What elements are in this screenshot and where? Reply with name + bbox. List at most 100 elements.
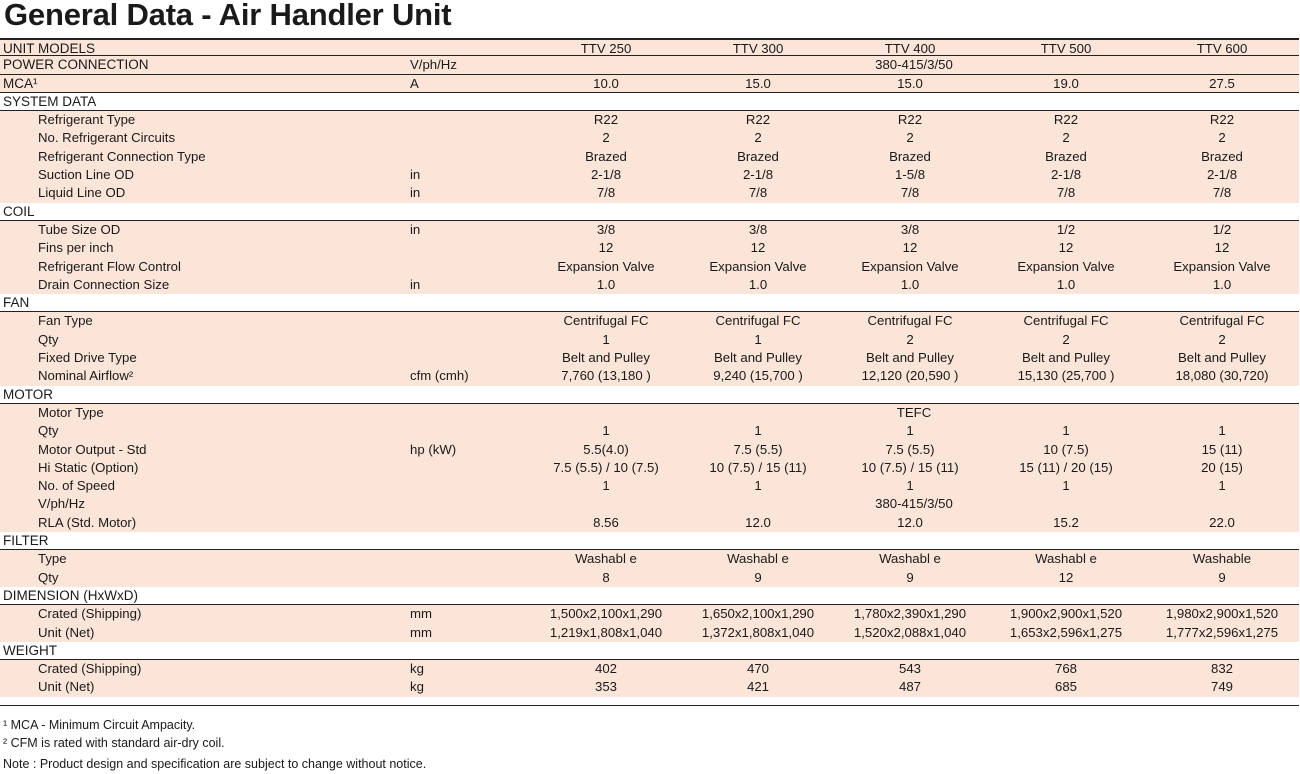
row-value: 543 [898,661,921,677]
row-value: 768 [1054,661,1077,677]
row-label: Motor Output - Std [38,441,147,457]
row-value: 9 [754,569,762,585]
row-value: 1 [1062,478,1070,494]
row-value: 1 [1218,423,1226,439]
row-value: Centrifugal FC [867,313,953,329]
table-row: Motor Type TEFC [0,403,1299,423]
row-value: 402 [594,661,617,677]
row-value: Washabl e [1035,551,1097,567]
row-unit: V/ph/Hz [410,57,457,73]
section-header-row: FILTER [0,532,1299,551]
row-value: 1 [1062,423,1070,439]
row-value: 1.0 [1056,276,1076,292]
row-value: 3/8 [596,221,616,237]
section-header-row: DIMENSION (HxWxD) [0,586,1299,606]
row-label: Qty [38,569,59,585]
row-value: 1,780x2,390x1,290 [853,606,967,622]
row-value: 2 [1062,331,1070,347]
row-value: 2 [906,331,914,347]
row-label: Nominal Airflow² [38,368,134,384]
model-header: TTV 500 [1040,41,1092,56]
row-value: 19.0 [1053,75,1079,91]
row-value: 7/8 [1056,185,1076,201]
row-value: Washabl e [879,551,941,567]
row-value: 2-1/8 [742,167,774,183]
row-unit: in [410,185,421,201]
row-value: 1,900x2,900x1,520 [1009,606,1123,622]
row-value: 1 [906,478,914,494]
row-value: 9 [906,569,914,585]
row-value: 12 [1058,240,1074,256]
row-value: R22 [593,112,619,128]
row-value: 2 [602,130,610,146]
row-value: 7/8 [748,185,768,201]
model-header: TTV 600 [1196,41,1248,56]
row-value: 3/8 [748,221,768,237]
row-unit: mm [410,606,432,622]
footnote: ¹ MCA - Minimum Circuit Ampacity. [3,718,196,732]
row-value-all-models: 380-415/3/50 [875,57,953,73]
footnote: ² CFM is rated with standard air-dry coi… [3,736,225,750]
row-unit: cfm (cmh) [410,368,469,384]
row-value: 1,520x2,088x1,040 [853,624,967,640]
row-label: RLA (Std. Motor) [38,514,137,530]
row-value: 1 [754,331,762,347]
row-value: 1,219x1,808x1,040 [549,624,663,640]
row-value: 2 [1062,130,1070,146]
row-unit: in [410,221,421,237]
row-value: 10 (7.5) / 15 (11) [709,459,807,475]
row-value: Belt and Pulley [562,350,650,366]
row-value: Brazed [737,148,779,164]
row-value: Brazed [585,148,627,164]
row-unit: kg [410,679,424,695]
row-value: 7.5 (5.5) / 10 (7.5) [553,459,659,475]
row-value: Expansion Valve [557,258,655,274]
row-value: 5.5(4.0) [583,441,629,457]
header-label: UNIT MODELS [3,41,96,56]
row-unit: in [410,276,421,292]
row-value: 1 [754,423,762,439]
row-value: 12 [598,240,614,256]
model-header: TTV 250 [580,41,632,56]
row-value: 832 [1210,661,1233,677]
row-value: Centrifugal FC [715,313,801,329]
row-value: 7/8 [900,185,920,201]
footnotes: ¹ MCA - Minimum Circuit Ampacity. ² CFM … [3,716,426,774]
row-value: 10 (7.5) [1043,441,1089,457]
row-unit: mm [410,624,432,640]
row-value: 1,500x2,100x1,290 [549,606,663,622]
section-title: COIL [3,203,35,219]
table-row: Motor Output - Std hp (kW) 5.5(4.0) 7.5 (5.… [0,440,1299,459]
section-title: FAN [3,295,30,311]
row-value: 15.2 [1053,514,1079,530]
row-value: 1.0 [1212,276,1232,292]
row-value: 8 [602,569,610,585]
row-value: 10.0 [593,75,619,91]
row-value: 2-1/8 [1206,167,1238,183]
row-value: Brazed [889,148,931,164]
row-value: 1 [602,423,610,439]
row-value: 353 [594,679,617,695]
row-unit: hp (kW) [410,441,457,457]
row-value: 1,372x1,808x1,040 [701,624,815,640]
table-header-row: UNIT MODELS TTV 250 TTV 300 TTV 400 TTV … [0,38,1299,57]
row-value: Expansion Valve [709,258,807,274]
row-label: POWER CONNECTION [3,57,149,73]
row-value: 7.5 (5.5) [885,441,935,457]
row-label: Fins per inch [38,240,114,256]
row-value: Expansion Valve [861,258,959,274]
row-label: Crated (Shipping) [38,606,142,622]
row-label: Motor Type [38,404,104,420]
row-value: Expansion Valve [1017,258,1115,274]
row-value-all-models: TEFC [896,404,932,420]
